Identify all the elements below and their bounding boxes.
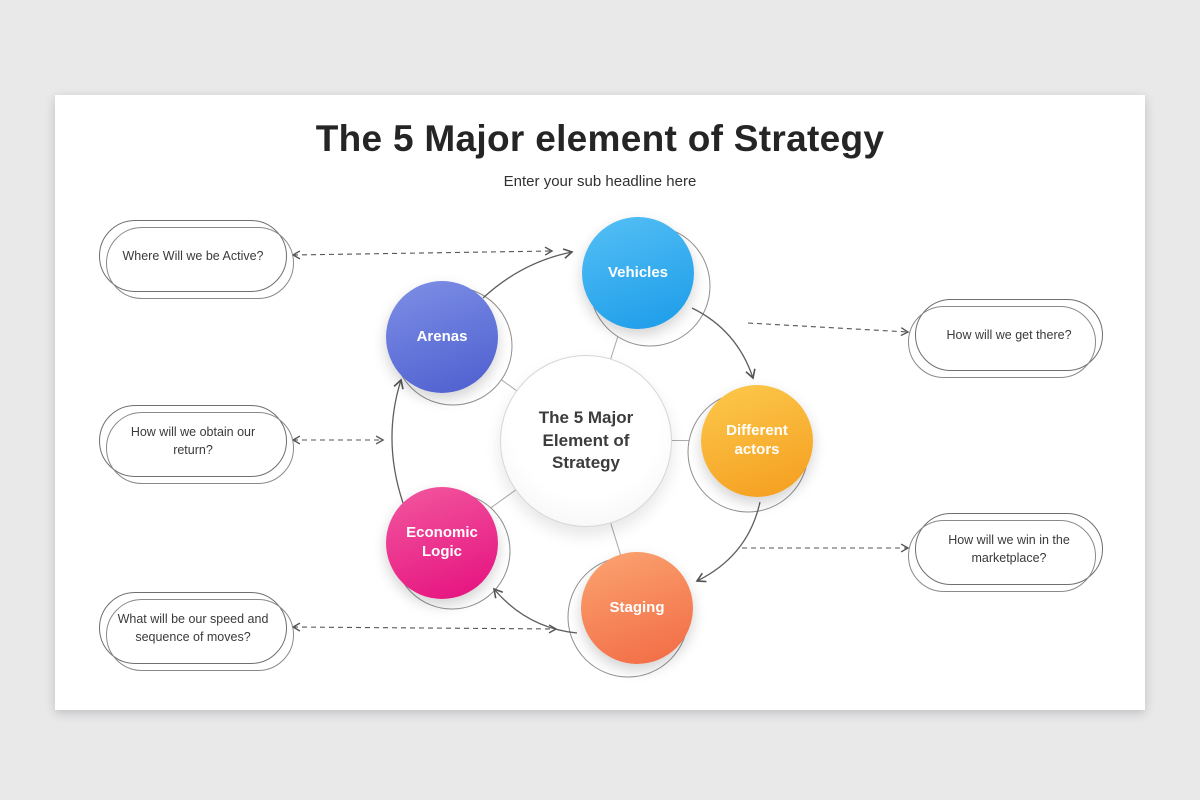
callout-label: How will we get there? [946, 327, 1072, 342]
node-label: Vehicles [607, 263, 669, 281]
center-label: The 5 Major Element of Strategy [538, 407, 634, 473]
node-vehicles: Vehicles [582, 217, 694, 329]
page-title: The 5 Major element of Strategy [315, 118, 885, 159]
node-label: Economic Logic [406, 524, 478, 560]
node-label: Staging [609, 598, 665, 616]
callout-win-marketplace: How will we win in the marketplace? [915, 513, 1103, 585]
callout-label: What will be our speed and sequence of m… [117, 611, 269, 644]
callout-obtain-return: How will we obtain our return? [99, 405, 287, 477]
page-subtitle: Enter your sub headline here [503, 173, 697, 190]
node-staging: Staging [581, 552, 693, 664]
center-circle: The 5 Major Element of Strategy [500, 355, 672, 527]
callout-label: Where Will we be Active? [122, 248, 264, 263]
node-arenas: Arenas [386, 281, 498, 393]
node-label: Arenas [416, 327, 468, 345]
node-label: Different actors [726, 422, 788, 458]
node-economic-logic: Economic Logic [386, 487, 498, 599]
callout-label: How will we win in the marketplace? [948, 532, 1070, 565]
node-different-actors: Different actors [701, 385, 813, 497]
callout-label: How will we obtain our return? [130, 424, 256, 457]
callout-where-active: Where Will we be Active? [99, 220, 287, 292]
callout-speed-sequence: What will be our speed and sequence of m… [99, 592, 287, 664]
callout-get-there: How will we get there? [915, 299, 1103, 371]
